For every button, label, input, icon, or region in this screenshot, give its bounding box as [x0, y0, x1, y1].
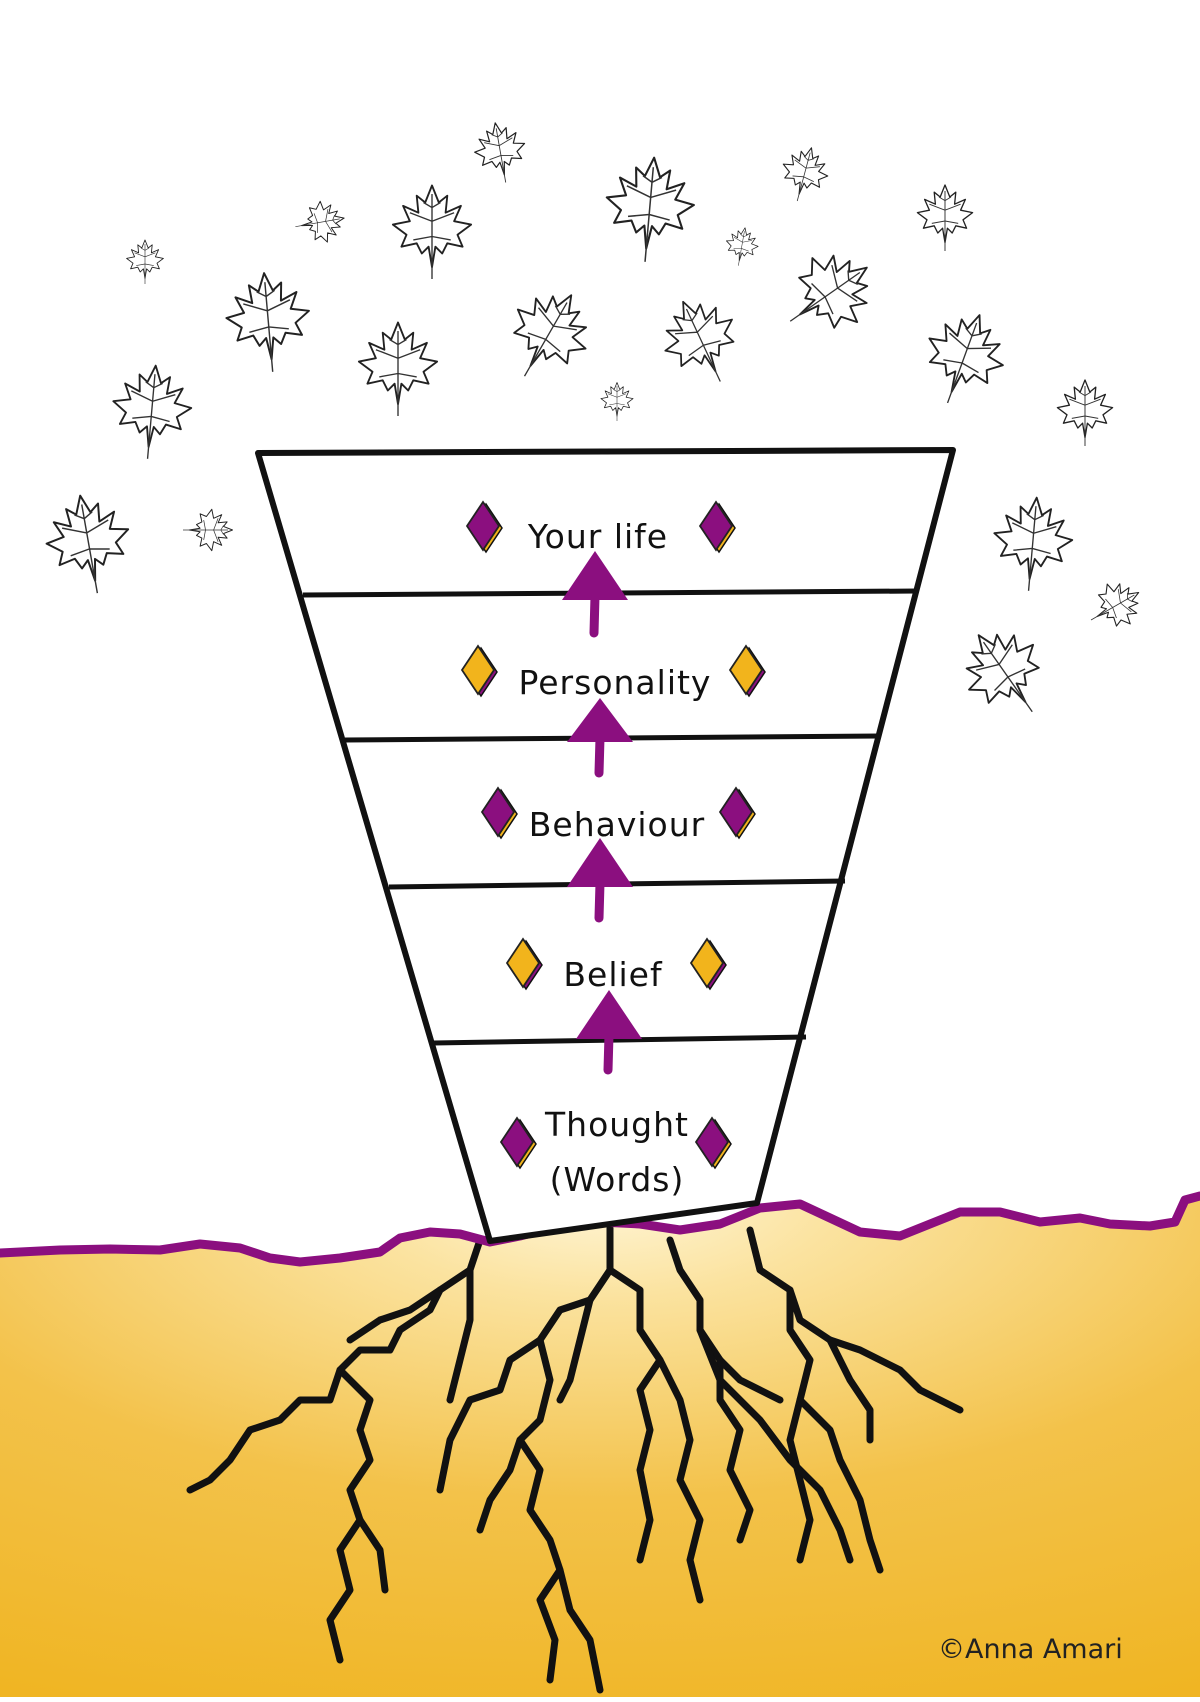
diamond-right-icon	[689, 937, 727, 991]
arrow-up-icon	[576, 990, 642, 1075]
ground-line	[0, 1191, 1200, 1267]
arrows	[562, 551, 642, 1075]
maple-leaf-icon	[469, 117, 532, 188]
funnel-outline	[255, 447, 956, 1244]
level-4-label-line-1: Belief	[563, 955, 663, 994]
diamond-right-icon	[728, 644, 766, 698]
maple-leaf-icon	[489, 274, 607, 397]
maple-leaf-icon	[766, 234, 891, 355]
maple-leaf-icon	[357, 321, 439, 417]
arrow-up-icon	[562, 551, 628, 638]
level-5: Thought (Words)	[499, 1105, 732, 1199]
credit-text: ©Anna Amari	[938, 1634, 1123, 1665]
maple-leaf-icon	[1078, 572, 1151, 641]
maple-leaf-icon	[38, 487, 140, 602]
level-4: Belief	[505, 937, 727, 994]
diamond-left-icon	[460, 644, 498, 698]
diamond-left-icon	[499, 1116, 537, 1170]
soil-ground	[0, 1196, 1200, 1697]
level-3: Behaviour	[480, 786, 756, 844]
maple-leaf-icon	[988, 493, 1077, 596]
maple-leaf-icon	[600, 152, 699, 267]
maple-leaf-icon	[391, 184, 473, 280]
diamond-right-icon	[694, 1116, 732, 1170]
level-1-label-line-1: Your life	[527, 517, 668, 556]
maple-leaf-icon	[600, 382, 634, 422]
level-5-label-line-2: (Words)	[550, 1160, 685, 1199]
maple-leaf-icon	[182, 508, 233, 552]
diamond-left-icon	[505, 937, 543, 991]
maple-leaf-icon	[722, 224, 762, 269]
arrow-up-icon	[567, 838, 633, 923]
diamond-right-icon	[718, 786, 756, 840]
maple-leaf-icon	[774, 141, 835, 208]
level-2-label-line-1: Personality	[519, 663, 712, 702]
diamond-left-icon	[465, 500, 503, 554]
maple-leaf-icon	[126, 239, 164, 285]
diamond-left-icon	[480, 786, 518, 840]
maple-leaf-icon	[648, 285, 755, 398]
diamond-right-icon	[698, 500, 736, 554]
maple-leaf-icon	[221, 268, 315, 377]
level-2: Personality	[460, 644, 766, 702]
maple-leaf-icon	[291, 197, 349, 248]
maple-leaf-icon	[945, 611, 1066, 736]
roots	[186, 1224, 964, 1694]
maple-leaf-icon	[1056, 379, 1114, 447]
maple-leaf-icon	[909, 300, 1018, 418]
level-3-label-line-1: Behaviour	[529, 805, 705, 844]
maple-leaf-icon	[107, 361, 196, 464]
level-5-label-line-1: Thought	[544, 1105, 689, 1144]
levels: Your lifePersonalityBehaviourBeliefThoug…	[460, 500, 766, 1199]
arrow-up-icon	[567, 698, 633, 778]
level-1: Your life	[465, 500, 736, 556]
maple-leaf-icon	[916, 184, 974, 252]
